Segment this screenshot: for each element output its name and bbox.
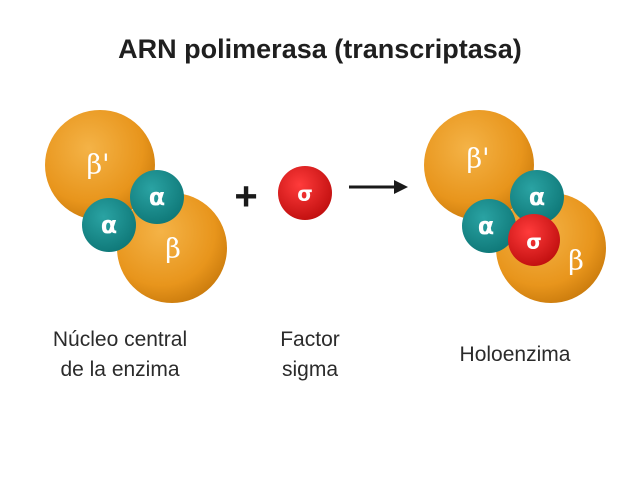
holo-beta-prime-subunit <box>424 110 534 220</box>
holoenzyme-caption: Holoenzima <box>425 340 605 370</box>
plus-operator: + <box>234 175 257 219</box>
core-alpha-label-upper: α <box>149 183 166 211</box>
holo-alpha-label-upper: α <box>529 183 546 211</box>
holoenzyme: β' β α α σ <box>424 110 606 303</box>
sigma-factor-caption: Factor sigma <box>250 325 370 385</box>
core-beta-label: β <box>165 234 181 265</box>
diagram-title: ARN polimerasa (transcriptasa) <box>118 34 522 64</box>
holo-alpha-label-lower: α <box>478 212 495 240</box>
core-enzyme-caption-line-1: Núcleo central <box>52 328 188 351</box>
core-beta-prime-subunit <box>45 110 155 220</box>
sigma-factor-caption-line-2: sigma <box>281 358 339 381</box>
sigma-factor-caption-line-1: Factor <box>280 328 340 351</box>
core-alpha-subunit-lower <box>82 198 136 252</box>
holoenzyme-caption-line-1: Holoenzima <box>459 343 571 366</box>
core-enzyme-caption-line-2: de la enzima <box>60 358 180 381</box>
core-alpha-subunit-upper <box>130 170 184 224</box>
holo-beta-label: β <box>568 246 584 277</box>
sigma-factor: σ <box>278 166 332 220</box>
sigma-factor-circle <box>278 166 332 220</box>
holo-beta-prime-label: β' <box>466 144 489 175</box>
core-enzyme: β' β α α <box>45 110 227 303</box>
sigma-factor-symbol: σ <box>297 182 313 206</box>
core-enzyme-caption: Núcleo central de la enzima <box>20 325 220 385</box>
core-beta-prime-label: β' <box>86 150 109 181</box>
holo-sigma-label: σ <box>526 230 542 254</box>
holo-alpha-subunit-lower <box>462 199 516 253</box>
holo-sigma-subunit <box>508 214 560 266</box>
core-alpha-label-lower: α <box>101 211 118 239</box>
arrow-right-icon <box>349 180 408 194</box>
holo-alpha-subunit-upper <box>510 170 564 224</box>
